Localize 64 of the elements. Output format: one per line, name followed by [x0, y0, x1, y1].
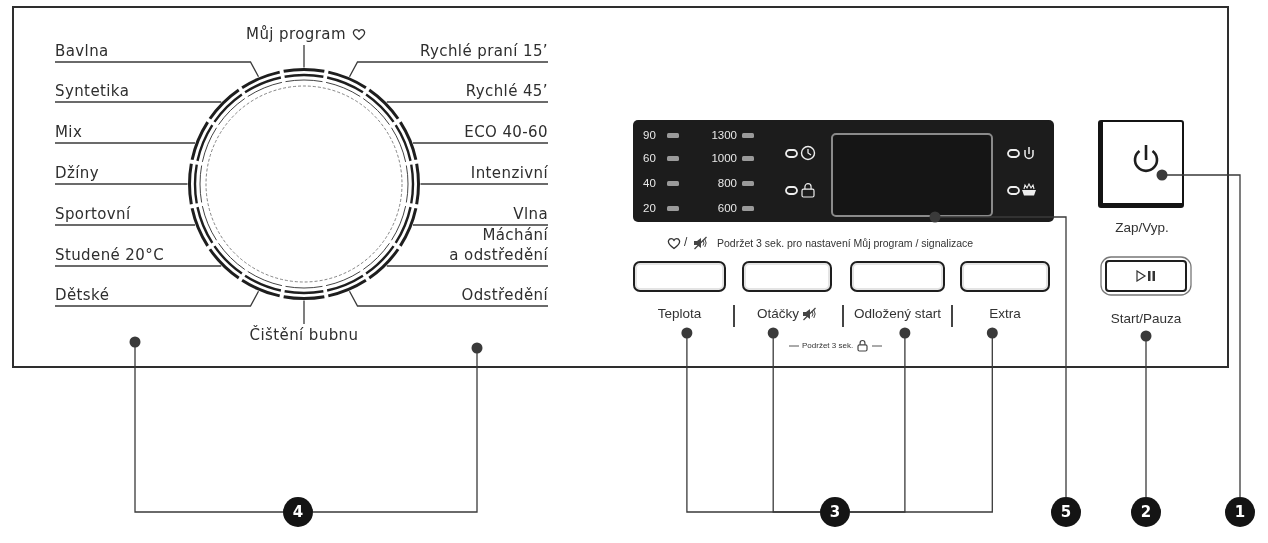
program-label: Čištění bubnu — [249, 325, 359, 345]
button-label: Start/Pauza — [1110, 310, 1182, 328]
program-label: Rychlé praní 15’ — [420, 41, 548, 61]
button-label: Otáčky — [757, 305, 799, 323]
program-label: Intenzivní — [470, 163, 548, 183]
program-label: Džíny — [55, 163, 99, 183]
indicator-label: 1300 — [711, 128, 737, 142]
button-label: Zap/Vyp. — [1115, 219, 1169, 237]
program-label: Syntetika — [55, 81, 130, 101]
leader-line — [1156, 169, 1241, 498]
program-label: Sportovní — [55, 204, 131, 224]
leader-line — [129, 336, 284, 513]
program-label: Můj program — [246, 24, 346, 44]
indicator-label: 60 — [643, 151, 656, 165]
program-label: Máchání a odstředění — [449, 225, 548, 265]
leader-line — [312, 342, 483, 513]
program-label: Studené 20°C — [55, 245, 165, 265]
program-label: Rychlé 45’ — [465, 81, 548, 101]
indicator-label: 600 — [717, 201, 737, 215]
indicator-label: 800 — [717, 176, 737, 190]
leader-line — [54, 61, 260, 78]
leader-line — [348, 290, 549, 307]
leader-line — [348, 61, 549, 78]
program-label: Dětské — [55, 285, 110, 305]
program-label: ECO 40-60 — [464, 122, 548, 142]
indicator-label: 90 — [643, 128, 656, 142]
hint-text: Podržet 3 sek. — [802, 341, 854, 351]
leader-line — [386, 101, 549, 103]
leader-line — [386, 265, 549, 267]
leader-line — [1140, 330, 1152, 498]
leader-line — [303, 44, 305, 69]
instruction-text: Podržet 3 sek. pro nastavení Můj program / signalizace — [717, 237, 974, 250]
leader-line — [303, 299, 305, 325]
indicator-label: 20 — [643, 201, 656, 215]
program-label: Odstředění — [461, 285, 548, 305]
leader-line — [54, 142, 196, 144]
indicator-label: 1000 — [711, 151, 737, 165]
display-panel — [633, 120, 1054, 222]
selector-dial — [187, 67, 421, 301]
callout-number: 1 — [1225, 497, 1255, 527]
leader-line — [54, 183, 189, 185]
leader-line — [54, 290, 260, 307]
leader-line — [767, 327, 821, 513]
program-label: Bavlna — [55, 41, 109, 61]
leader-line — [849, 327, 998, 513]
callout-number: 4 — [283, 497, 313, 527]
leader-line — [412, 224, 549, 226]
leader-line — [419, 183, 549, 185]
leader-line — [54, 101, 222, 103]
separator-text: / — [684, 235, 688, 249]
button-label: Teplota — [657, 305, 702, 323]
leader-line — [54, 265, 222, 267]
program-label: Vlna — [513, 204, 548, 224]
callout-number: 3 — [820, 497, 850, 527]
button-label: Odložený start — [853, 305, 941, 323]
leader-line — [54, 224, 196, 226]
callout-number: 2 — [1131, 497, 1161, 527]
leader-line — [412, 142, 549, 144]
leader-line — [929, 211, 1067, 498]
program-label: Mix — [55, 122, 83, 142]
button-label: Extra — [989, 305, 1021, 323]
lcd-screen — [831, 133, 993, 217]
indicator-label: 40 — [643, 176, 656, 190]
callout-number: 5 — [1051, 497, 1081, 527]
